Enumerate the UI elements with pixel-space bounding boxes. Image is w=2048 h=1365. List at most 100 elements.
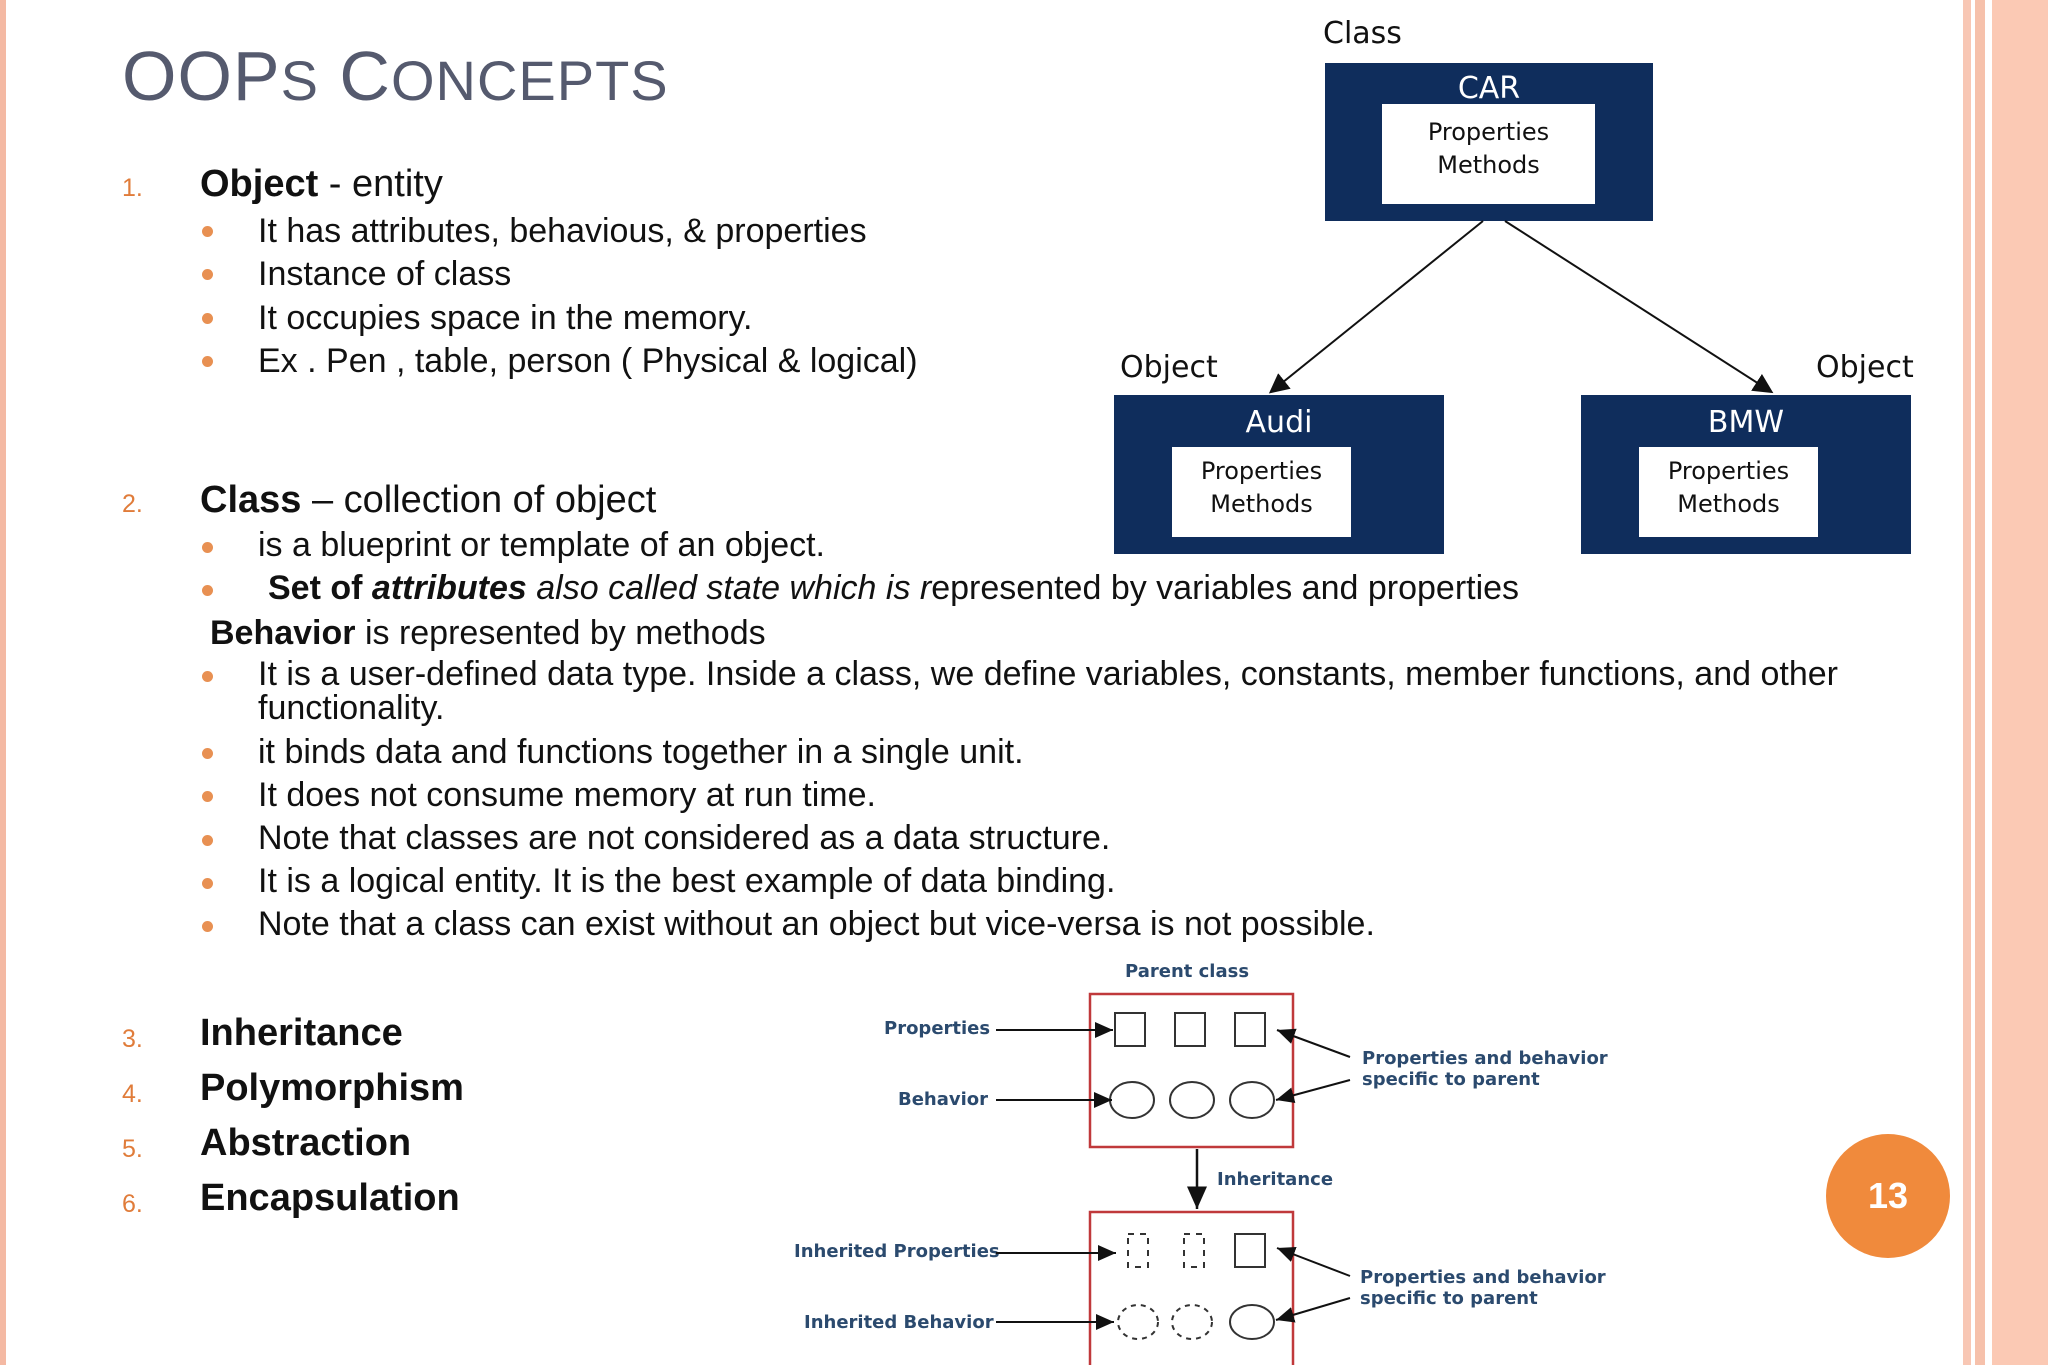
behavior-circle <box>1229 1081 1275 1119</box>
heading-term: Object <box>200 163 319 205</box>
list-number: 2. <box>122 490 143 518</box>
behavior-line: Behavior is represented by methods <box>210 614 766 653</box>
text-part: specific to parent <box>1362 1069 1540 1090</box>
list-item: It has attributes, behavious, & properti… <box>258 212 867 250</box>
bmw-methods: Methods <box>1677 490 1780 518</box>
property-square <box>1174 1012 1206 1047</box>
bmw-properties: Properties <box>1667 457 1790 485</box>
bullet-dot <box>202 226 213 237</box>
title-part: C <box>318 37 391 115</box>
title-part: ONCEPTS <box>390 49 669 112</box>
property-square <box>1114 1012 1146 1047</box>
topic-inheritance: Inheritance <box>200 1012 403 1054</box>
audi-object-box: Audi Properties Methods <box>1114 395 1444 554</box>
inherited-property-square <box>1127 1233 1149 1268</box>
class-object-arrows <box>1268 220 1774 394</box>
heading-rest: – collection of object <box>301 479 657 521</box>
list-item: It is a user-defined data type. Inside a… <box>258 655 1838 727</box>
bullet-dot <box>202 671 213 682</box>
list-item: Instance of class <box>258 255 512 293</box>
inherited-behavior-circle <box>1171 1304 1213 1340</box>
properties-label: Properties <box>884 1018 991 1039</box>
text-part: Behavior <box>210 614 356 652</box>
bmw-object-title: BMW <box>1707 405 1785 440</box>
property-square <box>1234 1233 1266 1268</box>
car-class-box: CAR Properties Methods <box>1325 63 1653 221</box>
inheritance-diagram-graphic <box>996 992 1351 1365</box>
topic-abstraction: Abstraction <box>200 1122 412 1164</box>
car-properties: Properties <box>1427 118 1550 146</box>
bmw-object-members: Properties Methods <box>1639 447 1818 537</box>
bullet-dot <box>202 585 213 596</box>
list-number: 3. <box>122 1025 143 1053</box>
text-part: Set of <box>268 569 372 607</box>
bullet-dot <box>202 791 213 802</box>
inheritance-label: Inheritance <box>1217 1169 1334 1190</box>
text-part: specific to parent <box>1360 1288 1538 1309</box>
parent-class-label: Parent class <box>1125 961 1250 982</box>
list-item: it binds data and functions together in … <box>258 733 1024 771</box>
text-part: is represented by methods <box>355 614 766 652</box>
list-item: Note that a class can exist without an o… <box>258 905 1375 943</box>
title-part: S <box>280 49 319 112</box>
bmw-object-box: BMW Properties Methods <box>1581 395 1911 554</box>
bullet-dot <box>202 356 213 367</box>
list-item: It occupies space in the memory. <box>258 299 753 337</box>
list-item: It is a logical entity. It is the best e… <box>258 862 1116 900</box>
audi-properties: Properties <box>1200 457 1323 485</box>
bullet-dot <box>202 542 213 553</box>
specific-to-parent-label: Properties and behavior specific to pare… <box>1362 1048 1608 1090</box>
list-item: Note that classes are not considered as … <box>258 819 1111 857</box>
slide-right-bar <box>1992 0 2048 1365</box>
behavior-circle <box>1229 1304 1275 1340</box>
section-heading-class: Class – collection of object <box>200 479 656 522</box>
bullet-dot <box>202 878 213 889</box>
list-number: 4. <box>122 1080 143 1108</box>
object-label-right: Object <box>1816 350 1914 385</box>
car-class-title: CAR <box>1457 71 1521 106</box>
inherited-property-square <box>1183 1233 1205 1268</box>
topic-encapsulation: Encapsulation <box>200 1177 460 1219</box>
bullet-dot <box>202 921 213 932</box>
list-item: is a blueprint or template of an object. <box>258 526 825 564</box>
property-square <box>1234 1012 1266 1047</box>
audi-methods: Methods <box>1210 490 1313 518</box>
car-class-members: Properties Methods <box>1382 104 1595 204</box>
audi-object-members: Properties Methods <box>1172 447 1351 537</box>
slide-right-bar <box>1975 0 1985 1365</box>
text-part: state which is r <box>706 569 932 607</box>
slide-title: OOPS CONCEPTS <box>122 36 669 116</box>
object-label-left: Object <box>1120 350 1218 385</box>
car-methods: Methods <box>1437 151 1540 179</box>
section-heading-object: Object - entity <box>200 163 443 206</box>
behavior-circle <box>1169 1081 1215 1119</box>
heading-rest: - entity <box>318 163 443 205</box>
child-class-frame <box>1088 1210 1295 1365</box>
text-part: attributes <box>371 569 527 607</box>
specific-to-parent-label-2: Properties and behavior specific to pare… <box>1360 1267 1606 1309</box>
class-diagram-class-label: Class <box>1323 16 1402 51</box>
inherited-properties-label: Inherited Properties <box>794 1241 1000 1262</box>
text-part: Properties and behavior <box>1360 1267 1606 1288</box>
audi-object-title: Audi <box>1245 405 1313 440</box>
list-item: Ex . Pen , table, person ( Physical & lo… <box>258 342 918 380</box>
parent-class-frame <box>1088 992 1295 1149</box>
bullet-dot <box>202 313 213 324</box>
bullet-dot <box>202 835 213 846</box>
bullet-dot <box>202 748 213 759</box>
list-number: 6. <box>122 1190 143 1218</box>
topic-polymorphism: Polymorphism <box>200 1067 464 1109</box>
text-part: also called <box>526 569 707 607</box>
inherited-behavior-label: Inherited Behavior <box>804 1312 994 1333</box>
inherited-behavior-circle <box>1117 1304 1159 1340</box>
slide-left-border <box>0 0 6 1365</box>
list-number: 5. <box>122 1135 143 1163</box>
text-part: Properties and behavior <box>1362 1048 1608 1069</box>
heading-term: Class <box>200 479 302 521</box>
bullet-dot <box>202 269 213 280</box>
slide-right-bar <box>1963 0 1971 1365</box>
behavior-circle <box>1109 1081 1155 1119</box>
behavior-label: Behavior <box>898 1089 989 1110</box>
text-part: epresented by variables and properties <box>931 569 1520 607</box>
page-number-badge: 13 <box>1826 1134 1950 1258</box>
